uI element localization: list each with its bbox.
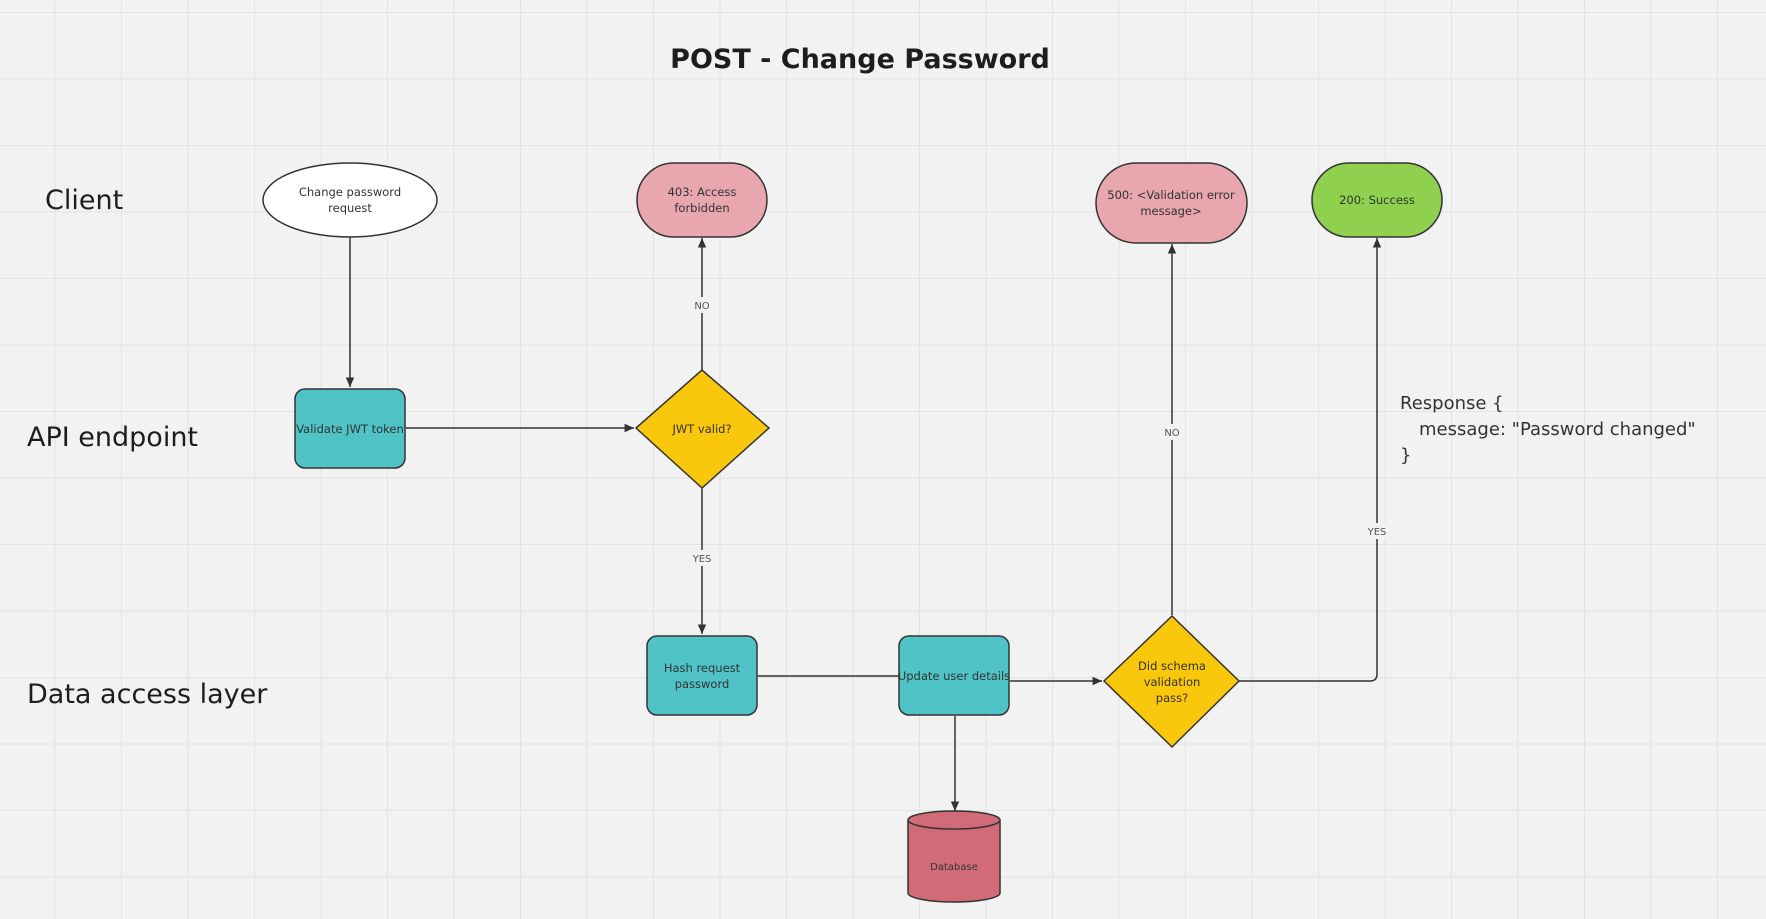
node-label-line: Hash request <box>664 661 741 675</box>
node-validate-jwt-token[interactable]: Validate JWT token <box>294 388 406 469</box>
lane-label-client: Client <box>45 185 123 216</box>
node-label-line: Validate JWT token <box>296 422 404 436</box>
node-schema-validation-decision[interactable]: Did schema validation pass? <box>1102 614 1241 749</box>
connectors <box>345 237 1382 811</box>
edge-label-schema-no: NO <box>1164 428 1179 439</box>
node-label-line: forbidden <box>674 201 729 215</box>
node-hash-request-password[interactable]: Hash request password <box>646 635 758 716</box>
edge-label-jwt-yes: YES <box>692 554 712 565</box>
note-line: message: "Password changed" <box>1419 419 1696 440</box>
lane-label-api-endpoint: API endpoint <box>27 422 198 453</box>
node-label-line: Did schema <box>1138 659 1206 673</box>
edge-label-schema-yes: YES <box>1367 527 1387 538</box>
response-note[interactable]: Response { message: "Password changed" } <box>1400 393 1696 466</box>
node-validation-error[interactable]: 500: <Validation error message> <box>1095 162 1248 244</box>
node-database[interactable]: Database <box>907 810 1001 903</box>
node-change-password-request[interactable]: Change password request <box>262 162 438 238</box>
node-label-line: request <box>328 201 372 215</box>
node-label-line: Change password <box>299 185 401 199</box>
node-access-forbidden[interactable]: 403: Access forbidden <box>636 162 768 238</box>
node-label-line: message> <box>1140 204 1201 218</box>
node-label-line: JWT valid? <box>671 422 731 436</box>
node-label-line: Database <box>930 862 978 873</box>
node-jwt-valid-decision[interactable]: JWT valid? <box>634 369 771 490</box>
diagram-title: POST - Change Password <box>670 44 1050 75</box>
node-label-line: pass? <box>1156 691 1188 705</box>
note-line: Response { <box>1400 393 1504 414</box>
lane-label-data-access-layer: Data access layer <box>27 679 268 710</box>
node-update-user-details[interactable]: Update user details <box>898 635 1010 716</box>
edge-label-jwt-no: NO <box>694 301 709 312</box>
node-label-line: Update user details <box>898 669 1010 683</box>
edge-schema-yes-to-success[interactable] <box>1239 238 1382 682</box>
node-success[interactable]: 200: Success <box>1311 162 1443 238</box>
node-label-line: password <box>675 677 730 691</box>
node-label-line: 500: <Validation error <box>1107 188 1235 202</box>
note-line: } <box>1400 445 1411 466</box>
node-label-line: 403: Access <box>668 185 737 199</box>
node-label-line: validation <box>1144 675 1201 689</box>
node-label-line: 200: Success <box>1339 193 1415 207</box>
